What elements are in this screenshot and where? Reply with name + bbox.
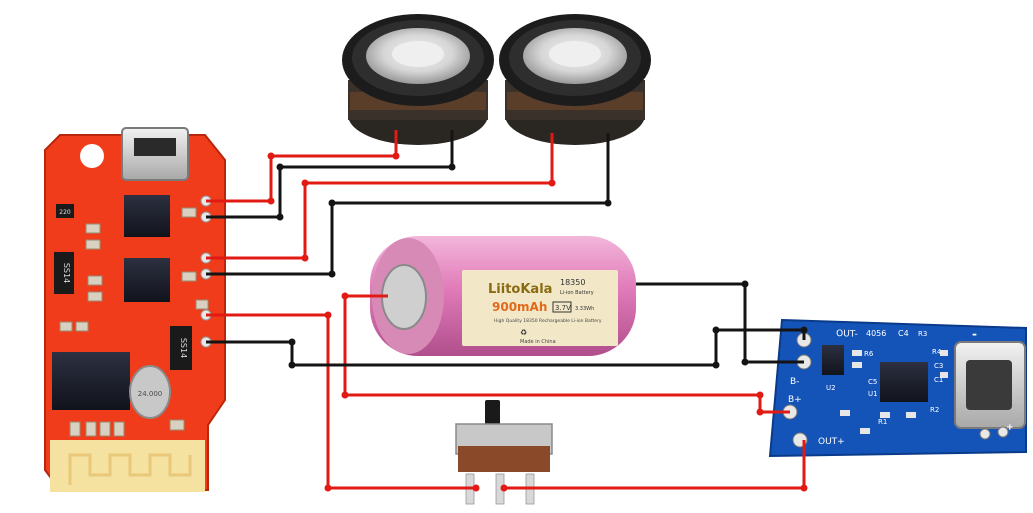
bluetooth-chip (52, 352, 130, 410)
bluetooth-antenna-area (50, 440, 205, 492)
label-r3: R3 (918, 330, 927, 338)
wire-battery-plus (343, 294, 790, 414)
crystal-label: 24.000 (138, 390, 163, 398)
label-out-plus: OUT+ (818, 437, 845, 447)
label-r1: R1 (878, 418, 887, 426)
battery-18350: LiitoKala 18350 Li-ion Battery 900mAh 3.… (370, 236, 636, 356)
battery-chemistry: Li-ion Battery (560, 290, 594, 296)
battery-description: High Quality 18350 Rechargeable Li-ion B… (494, 318, 602, 324)
amplifier-board: SS14 SS14 24.000 220 (44, 127, 226, 492)
battery-voltage-box (552, 301, 572, 313)
battery-brand: LiitoKala (488, 282, 552, 297)
label-r4: R4 (932, 348, 942, 356)
label-c1: C1 (934, 376, 943, 384)
crystal (129, 365, 171, 419)
label-u2: U2 (826, 384, 836, 392)
protection-ic (822, 345, 844, 375)
battery-model: 18350 (560, 278, 585, 287)
label-c5: C5 (868, 378, 877, 386)
mounting-hole (80, 144, 104, 168)
wire-battery-minus (636, 282, 804, 364)
battery-capacity: 900mAh (492, 300, 547, 314)
amp-chip-1 (124, 195, 170, 237)
charger-ic (880, 362, 928, 402)
resistor-220 (56, 204, 74, 218)
resistor-220-label: 220 (59, 209, 71, 216)
speaker-right (499, 14, 651, 145)
diode-b (170, 326, 192, 370)
diode-a-label: SS14 (62, 263, 71, 283)
battery-recycle-icon: ♻ (520, 328, 527, 337)
label-out-minus: OUT- (836, 329, 858, 340)
switch-lever (485, 400, 500, 428)
diode-a (54, 252, 74, 294)
label-c3: C3 (934, 362, 943, 370)
label-b-plus: B+ (788, 395, 802, 405)
diode-b-label: SS14 (179, 338, 188, 358)
amp-chip-2 (124, 258, 170, 302)
label-b-minus: B- (790, 377, 799, 387)
label-r2: R2 (930, 406, 939, 414)
label-u1: U1 (868, 390, 878, 398)
label-c4: C4 (898, 329, 909, 338)
charger-board: OUT- 4056 C4 R3 - R4 C3 C1 R6 C5 U1 U2 R… (768, 318, 1027, 458)
battery-terminal (381, 264, 427, 330)
battery-made-in: Made in China (520, 339, 556, 345)
battery-energy: 3.33Wh (575, 306, 594, 312)
label-4056: 4056 (866, 329, 886, 338)
label-r6: R6 (864, 350, 874, 358)
speaker-left (342, 14, 494, 145)
label-plus: + (1006, 423, 1014, 433)
battery-voltage: 3.7V (555, 304, 571, 312)
wire-amp-power-plus (206, 313, 476, 490)
wire-junctions (267, 152, 808, 492)
label-minus: - (972, 327, 977, 341)
battery-label-panel (462, 270, 618, 346)
